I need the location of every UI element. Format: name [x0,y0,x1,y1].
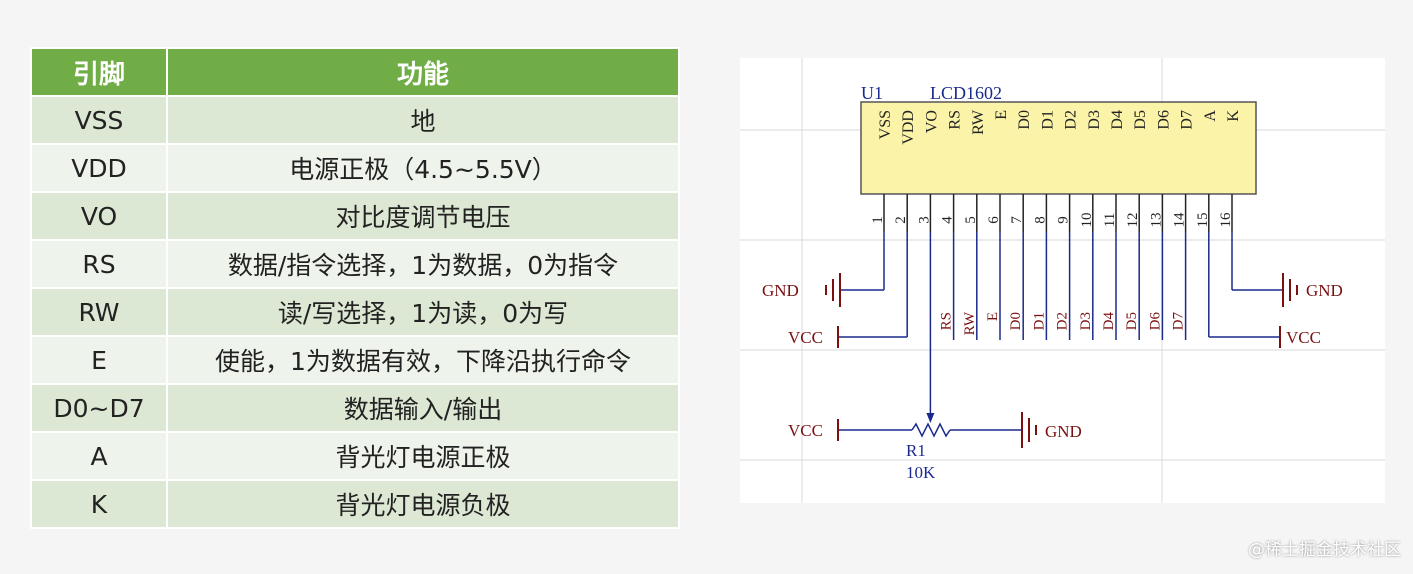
watermark: @稀土掘金技术社区 [1248,540,1401,560]
pin-cell: VDD [30,143,168,193]
net-label-d0: D0 [1008,312,1024,330]
gnd-label: GND [1306,281,1343,300]
pin-name-d4: D4 [1109,110,1126,130]
net-label-d2: D2 [1055,312,1071,330]
wiper-arrow [926,413,935,423]
pin-cell: K [30,479,168,529]
vcc-label: VCC [788,421,823,440]
pin-number: 13 [1148,213,1164,228]
pin-cell: E [30,335,168,385]
pin-number: 7 [1009,216,1025,224]
function-cell: 背光灯电源负极 [166,479,680,529]
resistor-symbol [911,422,951,438]
pin-cell: RS [30,239,168,289]
pin-name-d3: D3 [1086,110,1103,130]
pin-name-rw: RW [970,109,987,135]
pin-name-vss: VSS [877,110,894,139]
gnd-label: GND [1045,422,1082,441]
gnd-label: GND [762,281,799,300]
pin-number: 12 [1125,213,1141,228]
pin-number: 2 [893,216,909,224]
net-label-d3: D3 [1078,312,1094,330]
net-label-rs: RS [939,312,955,330]
function-cell: 数据/指令选择，1为数据，0为指令 [166,239,680,289]
pin-number: 4 [940,216,956,224]
pin-name-d7: D7 [1179,110,1196,130]
function-cell: 数据输入/输出 [166,383,680,433]
pin-number: 14 [1172,212,1188,228]
pin-cell: RW [30,287,168,337]
table-header-row: 引脚 功能 [30,47,680,97]
net-label-rw: RW [962,311,978,335]
pin-number: 16 [1218,212,1234,228]
pin-name-d1: D1 [1039,110,1056,130]
pin-name-d0: D0 [1016,110,1033,130]
pin-name-a: A [1202,110,1219,122]
pin-number: 11 [1102,213,1118,227]
vcc-label: VCC [788,328,823,347]
function-cell: 使能，1为数据有效，下降沿执行命令 [166,335,680,385]
net-label-d6: D6 [1147,312,1163,331]
header-function: 功能 [166,47,680,97]
pin-name-d5: D5 [1132,110,1149,130]
vcc-label: VCC [1286,328,1321,347]
net-label-d1: D1 [1031,312,1047,330]
pin-name-k: K [1225,110,1242,122]
header-pin: 引脚 [30,47,168,97]
pin-number: 8 [1032,216,1048,224]
net-label-d7: D7 [1171,312,1187,331]
pin-number: 1 [870,216,886,224]
pin-name-rs: RS [947,110,964,130]
pin-name-vdd: VDD [900,110,917,145]
pin-cell: A [30,431,168,481]
pin-cell: D0~D7 [30,383,168,433]
pin-name-vo: VO [923,110,940,133]
net-label-e: E [985,312,1001,321]
chip-designator: U1 [861,83,883,103]
resistor-designator: R1 [906,441,926,460]
pin-cell: VO [30,191,168,241]
pin-number: 3 [916,216,932,224]
pin-name-d6: D6 [1155,110,1172,130]
function-cell: 地 [166,95,680,145]
pin-number: 10 [1079,213,1095,228]
net-label-d5: D5 [1124,312,1140,330]
resistor-value: 10K [906,463,936,482]
lcd-chip-body [860,101,1257,195]
pin-number: 15 [1195,213,1211,228]
chip-part: LCD1602 [930,83,1002,103]
function-cell: 对比度调节电压 [166,191,680,241]
function-cell: 背光灯电源正极 [166,431,680,481]
pin-number: 5 [963,216,979,224]
net-label-d4: D4 [1101,312,1117,331]
pin-number: 9 [1056,216,1072,224]
function-cell: 读/写选择，1为读，0为写 [166,287,680,337]
pin-number: 6 [986,216,1002,224]
pin-name-d2: D2 [1063,110,1080,130]
pin-name-e: E [993,110,1010,120]
function-cell: 电源正极（4.5~5.5V） [166,143,680,193]
pin-cell: VSS [30,95,168,145]
